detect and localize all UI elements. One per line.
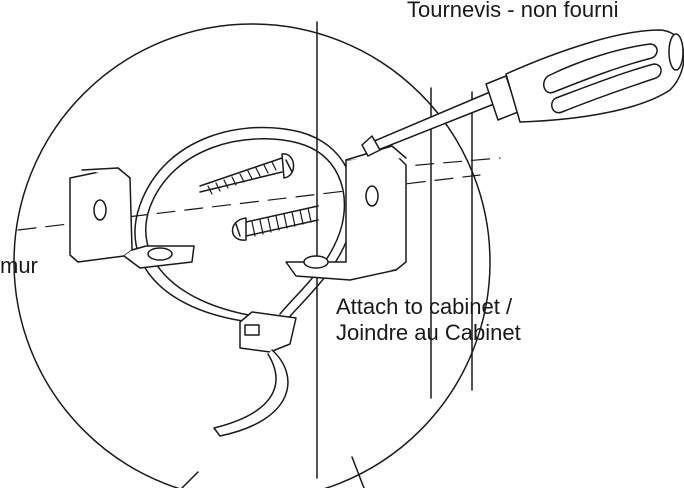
wall-label: mur: [0, 253, 38, 278]
leader-line: [181, 471, 199, 488]
leader-line: [351, 456, 365, 488]
left-bracket: [69, 167, 195, 269]
alignment-line: [359, 157, 501, 171]
alignment-line: [17, 174, 481, 231]
screwdriver: [361, 29, 684, 157]
screwdriver-label: Tournevis - non fourni: [407, 0, 684, 23]
attach-label-french: Joindre au Cabinet: [336, 320, 521, 345]
attach-label-english: Attach to cabinet /: [336, 294, 513, 319]
detail-circle: [13, 23, 491, 488]
cable-tie: [134, 126, 356, 437]
upper-screw: [199, 153, 295, 195]
attach-to-cabinet-label: Attach to cabinet / Joindre au Cabinet: [336, 294, 521, 346]
lower-screw: [231, 205, 319, 241]
right-bracket: [285, 145, 407, 281]
